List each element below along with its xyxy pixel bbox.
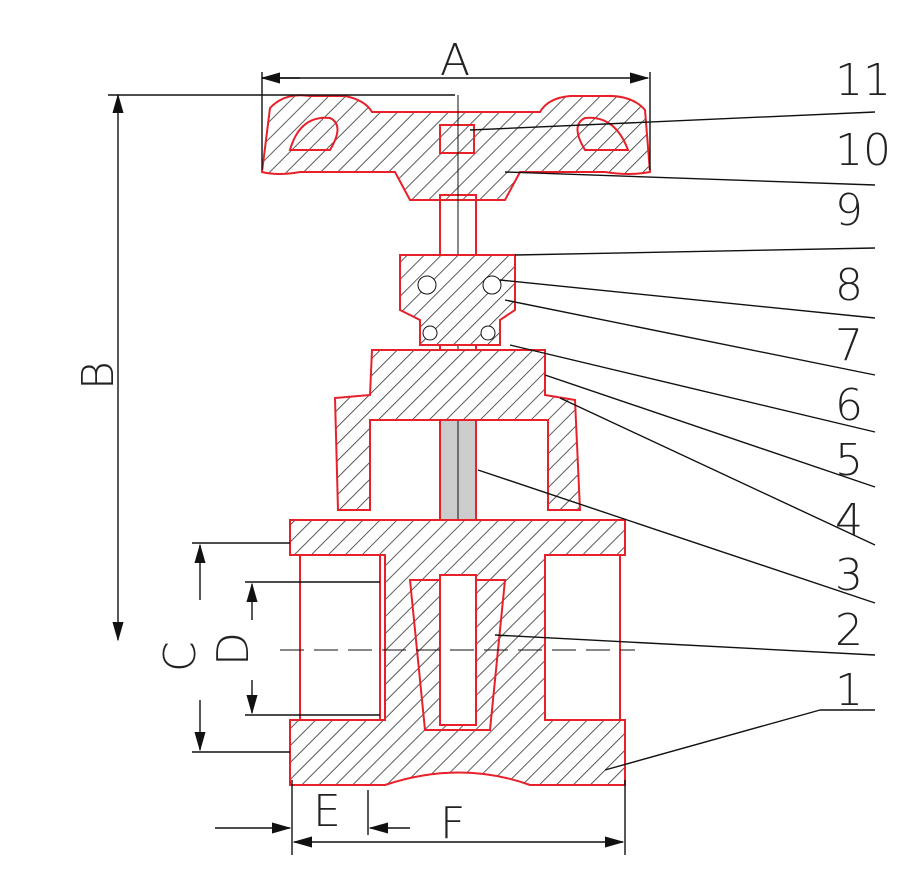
dimension-label-a: A (440, 35, 470, 86)
part-label-11: 11 (835, 55, 891, 106)
part-label-5: 5 (835, 435, 863, 486)
part-label-3: 3 (835, 550, 863, 601)
dimension-lines (108, 72, 651, 855)
handwheel (260, 94, 652, 201)
dimension-label-d: D (208, 632, 259, 666)
part-label-8: 8 (835, 260, 863, 311)
part-label-10: 10 (835, 125, 891, 176)
part-label-6: 6 (835, 380, 863, 431)
part-label-4: 4 (835, 495, 863, 546)
part-label-7: 7 (835, 320, 863, 371)
dimension-label-c: C (155, 641, 206, 672)
part-label-2: 2 (835, 605, 863, 656)
dimension-label-f: F (440, 798, 465, 849)
bonnet (333, 254, 582, 511)
dimension-label-e: E (313, 786, 341, 837)
part-label-1: 1 (835, 665, 863, 716)
valve-body (280, 519, 635, 786)
dimension-label-b: B (73, 361, 124, 390)
leader-lines (469, 111, 876, 771)
part-label-9: 9 (835, 185, 863, 236)
